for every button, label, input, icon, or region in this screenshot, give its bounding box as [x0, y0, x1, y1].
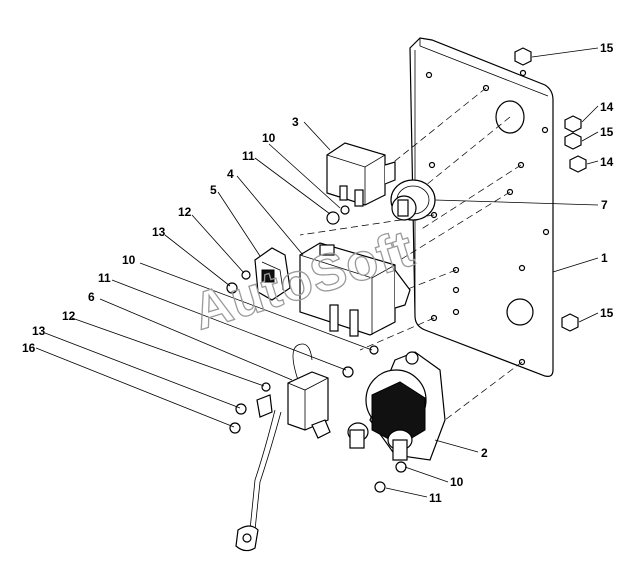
callout-10: 10	[262, 131, 276, 145]
callout-11: 11	[98, 271, 111, 285]
diode-harness	[235, 343, 331, 552]
callout-1: 1	[601, 251, 608, 265]
leader-lines	[35, 47, 599, 498]
callout-11: 11	[242, 149, 255, 163]
callout-16: 16	[22, 341, 36, 355]
relay-block	[299, 242, 411, 337]
callout-6: 6	[88, 290, 95, 304]
callout-labels: 15 14 15 14 7 1 15 3 10 11 4 5 12 13 10 …	[22, 41, 614, 505]
callout-15: 15	[600, 306, 614, 320]
callout-14: 14	[600, 155, 614, 169]
callout-10: 10	[450, 475, 464, 489]
bracket	[254, 247, 291, 301]
callout-15: 15	[600, 41, 614, 55]
callout-12: 12	[178, 205, 192, 219]
callout-15: 15	[600, 125, 614, 139]
relay	[326, 142, 396, 207]
callout-3: 3	[292, 115, 299, 129]
callout-11: 11	[429, 491, 442, 505]
fasteners	[226, 47, 587, 493]
callout-10: 10	[122, 253, 136, 267]
battery-solenoid	[347, 351, 446, 461]
callout-14: 14	[600, 100, 614, 114]
callout-13: 13	[32, 324, 46, 338]
callout-13: 13	[152, 225, 166, 239]
callout-5: 5	[210, 183, 217, 197]
callout-4: 4	[227, 167, 234, 181]
callout-12: 12	[62, 309, 76, 323]
callout-7: 7	[601, 198, 608, 212]
solenoid-coil	[390, 179, 436, 221]
callout-2: 2	[481, 446, 488, 460]
